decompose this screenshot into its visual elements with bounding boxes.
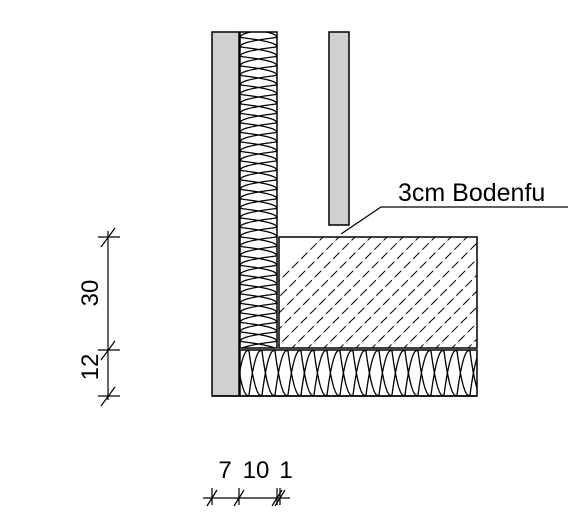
dimension-label-1: 1 xyxy=(279,457,292,484)
vertical-dimension-chain xyxy=(98,227,120,407)
annotation-leader xyxy=(340,206,568,235)
floor-screed xyxy=(278,236,478,349)
dimension-label-10: 10 xyxy=(243,457,270,484)
annotation-label: 3cm Bodenfu xyxy=(398,179,545,207)
dimension-label-12: 12 xyxy=(77,354,104,381)
horizontal-dimension-chain xyxy=(203,488,290,507)
wall-insulation xyxy=(239,31,278,349)
inner-wall xyxy=(328,31,350,226)
dimension-label-7: 7 xyxy=(218,457,231,484)
floor-insulation xyxy=(239,349,478,397)
outer-wall xyxy=(211,31,240,397)
dimension-label-30: 30 xyxy=(77,280,104,307)
